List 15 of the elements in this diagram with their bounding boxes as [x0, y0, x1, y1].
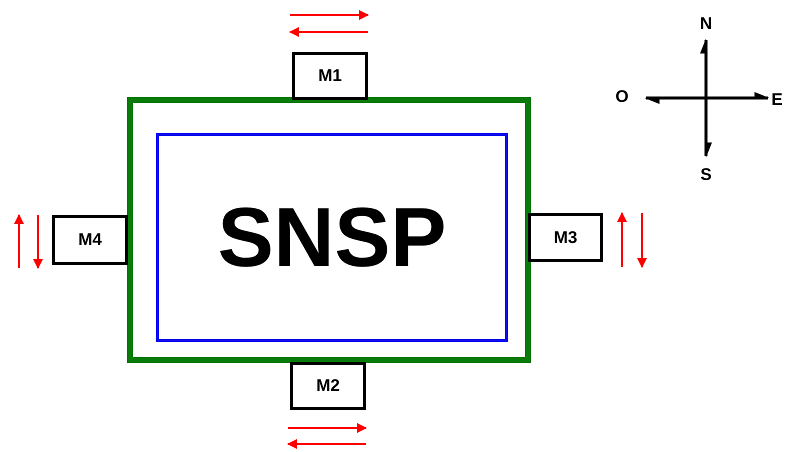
module-box [52, 215, 128, 265]
inner-box [156, 133, 508, 342]
module-label: M1 [318, 66, 342, 86]
compass-label: E [771, 90, 783, 110]
module-box [290, 362, 366, 410]
module-label: M3 [554, 228, 578, 248]
module-label: M4 [78, 230, 102, 250]
module-label: M2 [316, 376, 340, 396]
frame-box [127, 97, 531, 363]
title-label: SNSP [218, 189, 446, 286]
module-box [292, 52, 368, 100]
compass-label: S [700, 165, 712, 185]
compass-label: O [615, 87, 629, 107]
module-box [528, 213, 603, 262]
compass-label: N [700, 14, 712, 34]
